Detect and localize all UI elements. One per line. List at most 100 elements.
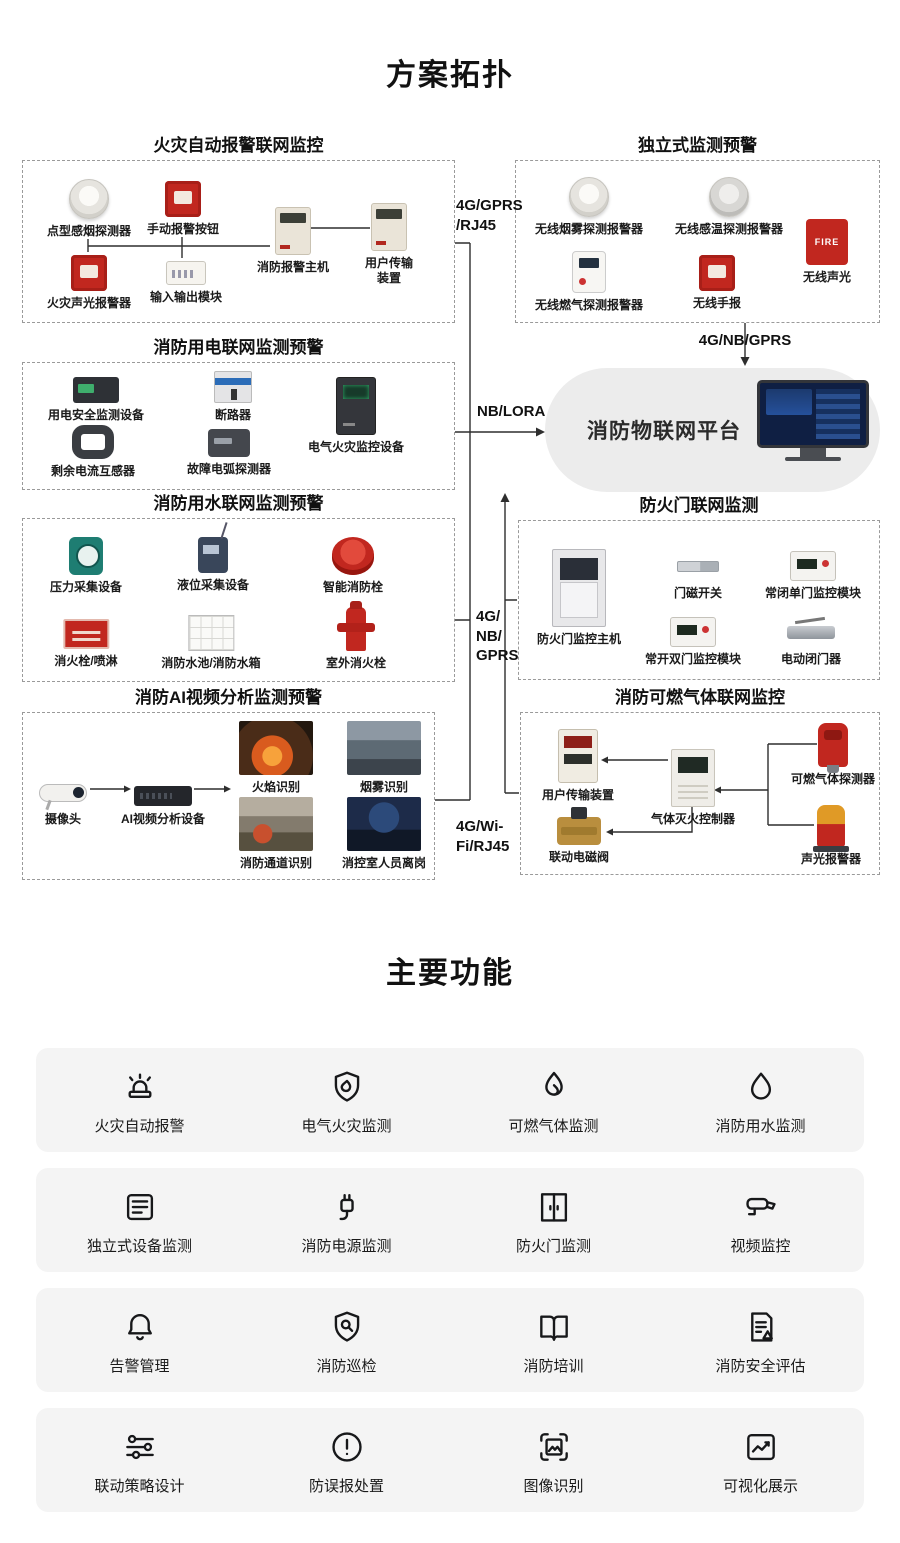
device-io-module: 输入输出模块: [150, 261, 222, 305]
device-pressure-collector: 压力采集设备: [50, 537, 122, 595]
linkage-solenoid-valve-image: [556, 807, 601, 845]
electric-door-closer-image: [786, 625, 835, 639]
alarm-host-image: [274, 207, 311, 255]
functions-row-3: 告警管理 消防巡检 消防培训 消防安全评估: [36, 1288, 864, 1392]
thumb-flame-recognition: 火焰识别: [239, 721, 313, 795]
fire-door-host-image: [551, 549, 606, 627]
box-ai-video-title: 消防AI视频分析监测预警: [135, 688, 322, 707]
device-electric-safety: 用电安全监测设备: [48, 377, 144, 423]
platform-monitor-image: [757, 380, 869, 461]
box-electrical-monitoring: 消防用电联网监测预警 用电安全监测设备 断路器 电气火灾监控设备 剩余电流互感器…: [22, 338, 455, 490]
function-card-fire-alarm: 火灾自动报警: [36, 1048, 243, 1152]
function-card-fire-door: 防火门监测: [450, 1168, 657, 1272]
device-door-magnet-switch: 门磁开关: [674, 551, 722, 601]
passage-recognition-image: [239, 797, 313, 851]
device-linkage-solenoid-valve: 联动电磁阀: [549, 807, 609, 865]
operator-absence-image: [346, 797, 421, 851]
gas-user-transmission-image: [557, 729, 598, 783]
video-surveillance-icon: [742, 1188, 780, 1226]
power-monitor-icon: [328, 1188, 366, 1226]
topology-title: 方案拓扑: [386, 59, 514, 92]
door-magnet-switch-image: [676, 560, 719, 572]
electric-safety-image: [72, 377, 119, 403]
box-electrical-title: 消防用电联网监测预警: [153, 338, 324, 357]
function-card-false-alarm: 防误报处置: [243, 1408, 450, 1512]
function-card-image-recognition: 图像识别: [450, 1408, 657, 1512]
device-residual-current-ct: 剩余电流互感器: [51, 425, 135, 479]
camera-image: [39, 784, 87, 802]
smart-hydrant-image: [331, 537, 374, 575]
device-arc-fault-detector: 故障电弧探测器: [187, 429, 271, 477]
device-gas-extinguishing-controller: 气体灭火控制器: [651, 749, 735, 827]
link-label-water: 4G/ NB/ GPRS: [476, 608, 519, 664]
device-fire-door-host: 防火门监控主机: [537, 549, 621, 647]
device-gas-user-transmission: 用户传输装置: [542, 729, 614, 803]
thumb-passage-recognition: 消防通道识别: [239, 797, 313, 871]
wireless-manual-image: [698, 255, 735, 291]
box-fire-alarm-title: 火灾自动报警联网监控: [153, 136, 324, 155]
functions-title: 主要功能: [386, 957, 514, 990]
device-water-tank: 消防水池/消防水箱: [161, 615, 261, 671]
function-card-visualization: 可视化展示: [657, 1408, 864, 1512]
link-label-fire-alarm: 4G/GPRS /RJ45: [456, 197, 523, 234]
iot-platform: 消防物联网平台: [545, 368, 880, 492]
false-alarm-icon: [328, 1428, 366, 1466]
box-fire-door-title: 防火门联网监测: [639, 496, 759, 515]
function-card-water-monitor: 消防用水监测: [657, 1048, 864, 1152]
device-electrical-fire-monitor: 电气火灾监控设备: [308, 377, 404, 455]
standalone-device-icon: [121, 1188, 159, 1226]
smoke-recognition-image: [347, 721, 421, 775]
box-gas-monitoring: 消防可燃气体联网监控 用户传输装置 气体灭火控制器 可燃气体探测器 联动电磁阀 …: [520, 688, 880, 875]
outdoor-hydrant-image: [336, 601, 375, 651]
function-card-video-surveillance: 视频监控: [657, 1168, 864, 1272]
circuit-breaker-image: [214, 371, 252, 403]
flame-recognition-image: [239, 721, 313, 775]
water-tank-image: [188, 615, 234, 651]
thumb-smoke-recognition: 烟雾识别: [347, 721, 421, 795]
link-label-video: 4G/Wi- Fi/RJ45: [456, 818, 510, 855]
device-smoke-detector: 点型感烟探测器: [47, 179, 131, 239]
function-card-training: 消防培训: [450, 1288, 657, 1392]
device-smart-hydrant: 智能消防栓: [323, 537, 383, 595]
function-card-standalone-device: 独立式设备监测: [36, 1168, 243, 1272]
gas-monitor-icon: [535, 1068, 573, 1106]
image-recognition-icon: [535, 1428, 573, 1466]
device-manual-call-point: 手动报警按钮: [147, 181, 219, 237]
nc-single-door-module-image: [789, 551, 836, 581]
device-wireless-smoke: 无线烟雾探测报警器: [535, 177, 643, 237]
device-camera: 摄像头: [39, 779, 87, 827]
smoke-detector-image: [68, 179, 109, 219]
function-card-power-monitor: 消防电源监测: [243, 1168, 450, 1272]
thumb-operator-absence: 消控室人员离岗: [342, 797, 426, 871]
box-gas-title: 消防可燃气体联网监控: [615, 688, 785, 707]
device-sound-light-alarm: 火灾声光报警器: [47, 255, 131, 311]
manual-call-point-image: [164, 181, 201, 217]
monitor-base: [785, 457, 841, 461]
device-circuit-breaker: 断路器: [214, 371, 252, 423]
device-wireless-gas: 无线燃气探测报警器: [535, 251, 643, 313]
no-double-door-module-image: [669, 617, 716, 647]
link-label-electric: NB/LORA: [477, 403, 546, 420]
device-gas-detector: 可燃气体探测器: [791, 723, 875, 787]
functions-row-2: 独立式设备监测 消防电源监测 防火门监测 视频监控: [36, 1168, 864, 1272]
user-transmission-image: [371, 203, 407, 251]
inspection-icon: [328, 1308, 366, 1346]
wireless-sound-light-image: [805, 219, 848, 265]
device-wireless-sound-light: 无线声光: [803, 219, 851, 285]
iot-platform-label: 消防物联网平台: [587, 420, 741, 443]
device-wireless-manual: 无线手报: [693, 255, 741, 311]
device-user-transmission: 用户传输装置: [363, 203, 415, 286]
function-card-inspection: 消防巡检: [243, 1288, 450, 1392]
device-nc-single-door-module: 常闭单门监控模块: [765, 551, 861, 601]
device-level-collector: 液位采集设备: [177, 537, 249, 593]
box-water-title: 消防用水联网监测预警: [153, 494, 324, 513]
functions-row-4: 联动策略设计 防误报处置 图像识别 可视化展示: [36, 1408, 864, 1512]
fire-door-icon: [535, 1188, 573, 1226]
device-alarm-host: 消防报警主机: [257, 207, 329, 275]
alarm-management-icon: [121, 1308, 159, 1346]
box-independent-title: 独立式监测预警: [638, 136, 757, 155]
water-monitor-icon: [742, 1068, 780, 1106]
ai-video-analyzer-image: [133, 786, 192, 806]
hydrant-sprinkler-image: [63, 619, 109, 649]
